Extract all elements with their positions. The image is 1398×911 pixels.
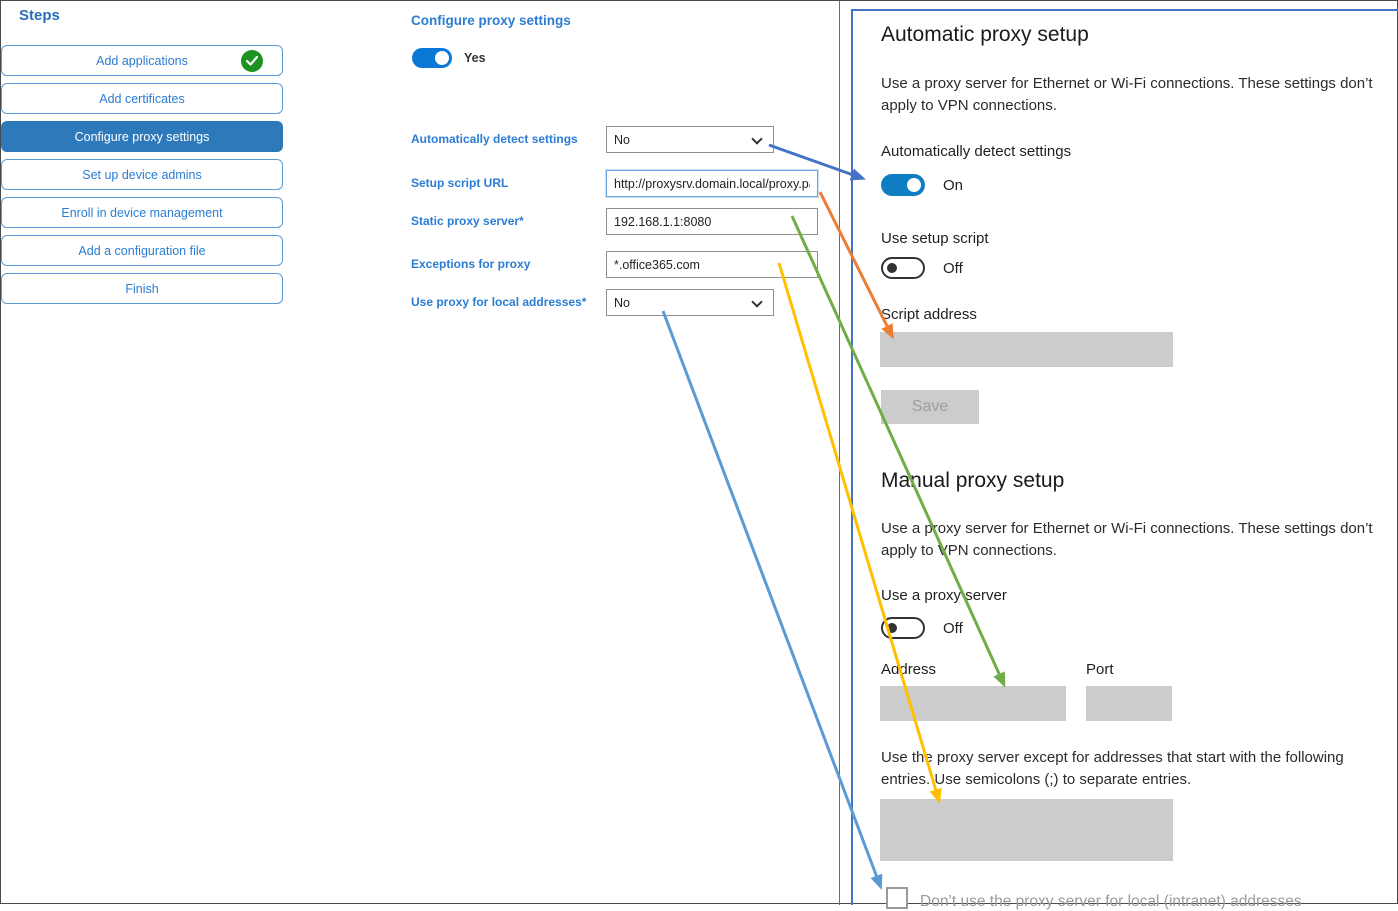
use-setup-script-toggle[interactable] — [881, 257, 925, 279]
steps-sidebar: Steps — [19, 7, 301, 32]
step-label: Set up device admins — [82, 167, 202, 182]
exceptions-for-proxy-input[interactable] — [606, 251, 818, 278]
automatically-detect-settings-dropdown[interactable]: No — [606, 126, 774, 153]
configure-proxy-toggle[interactable] — [412, 48, 452, 68]
step-set-up-device-admins[interactable]: Set up device admins — [1, 159, 283, 190]
step-label: Add certificates — [99, 91, 185, 106]
proxy-exceptions-textarea[interactable] — [880, 799, 1173, 861]
arrow-local-addresses — [661, 310, 883, 890]
steps-title: Steps — [19, 7, 60, 24]
label-static-proxy-server: Static proxy server* — [411, 214, 524, 228]
static-proxy-server-input[interactable] — [606, 208, 818, 235]
step-enroll-in-device-management[interactable]: Enroll in device management — [1, 197, 283, 228]
completed-check-icon — [241, 50, 263, 72]
step-label: Add applications — [96, 53, 188, 68]
port-label: Port — [1086, 661, 1114, 678]
toggle-knob — [435, 51, 449, 65]
step-label: Configure proxy settings — [74, 129, 210, 144]
manual-proxy-description: Use a proxy server for Ethernet or Wi-Fi… — [881, 520, 1373, 559]
script-address-label: Script address — [881, 306, 977, 323]
step-add-applications[interactable]: Add applications — [1, 45, 283, 76]
chevron-down-icon — [751, 133, 763, 145]
proxy-exceptions-help-text: Use the proxy server except for addresse… — [881, 749, 1344, 788]
local-addresses-checkbox-row: Don’t use the proxy server for local (in… — [886, 887, 1302, 911]
automatic-proxy-setup-heading: Automatic proxy setup — [881, 23, 1089, 46]
column-divider — [839, 1, 840, 905]
toggle-knob — [887, 263, 897, 273]
address-input[interactable] — [880, 686, 1066, 721]
save-button[interactable]: Save — [881, 390, 979, 424]
port-input[interactable] — [1086, 686, 1172, 721]
dropdown-value: No — [614, 132, 630, 147]
configure-proxy-toggle-state: Yes — [464, 51, 486, 65]
label-use-proxy-for-local-addresses: Use proxy for local addresses* — [411, 295, 587, 309]
label-setup-script-url: Setup script URL — [411, 176, 509, 190]
address-label: Address — [881, 661, 937, 678]
use-setup-script-state: Off — [943, 260, 963, 277]
use-proxy-for-local-addresses-dropdown[interactable]: No — [606, 289, 774, 316]
step-label: Add a configuration file — [78, 243, 206, 258]
script-address-input[interactable] — [880, 332, 1173, 367]
detect-settings-state: On — [943, 177, 964, 194]
label-exceptions-for-proxy: Exceptions for proxy — [411, 257, 531, 271]
toggle-knob — [887, 623, 897, 633]
windows-proxy-settings-panel: Automatic proxy setup Use a proxy server… — [851, 9, 1398, 910]
automatic-proxy-description: Use a proxy server for Ethernet or Wi-Fi… — [881, 75, 1373, 114]
toggle-knob — [907, 178, 921, 192]
local-addresses-checkbox[interactable] — [886, 887, 908, 909]
step-label: Finish — [125, 281, 159, 296]
label-automatically-detect-settings: Automatically detect settings — [411, 132, 578, 146]
detect-settings-toggle[interactable] — [881, 174, 925, 196]
page-title: Configure proxy settings — [411, 13, 571, 28]
local-addresses-checkbox-label: Don’t use the proxy server for local (in… — [920, 893, 1302, 910]
step-add-certificates[interactable]: Add certificates — [1, 83, 283, 114]
dropdown-value: No — [614, 295, 630, 310]
chevron-down-icon — [751, 296, 763, 308]
step-configure-proxy-settings[interactable]: Configure proxy settings — [1, 121, 283, 152]
use-a-proxy-server-label: Use a proxy server — [881, 587, 1007, 604]
detect-settings-label: Automatically detect settings — [881, 143, 1072, 160]
use-a-proxy-server-state: Off — [943, 620, 963, 637]
step-add-a-configuration-file[interactable]: Add a configuration file — [1, 235, 283, 266]
manual-proxy-setup-heading: Manual proxy setup — [881, 469, 1065, 492]
use-setup-script-label: Use setup script — [881, 230, 989, 247]
step-finish[interactable]: Finish — [1, 273, 283, 304]
setup-script-url-input[interactable] — [606, 170, 818, 197]
use-a-proxy-server-toggle[interactable] — [881, 617, 925, 639]
step-label: Enroll in device management — [61, 205, 223, 220]
